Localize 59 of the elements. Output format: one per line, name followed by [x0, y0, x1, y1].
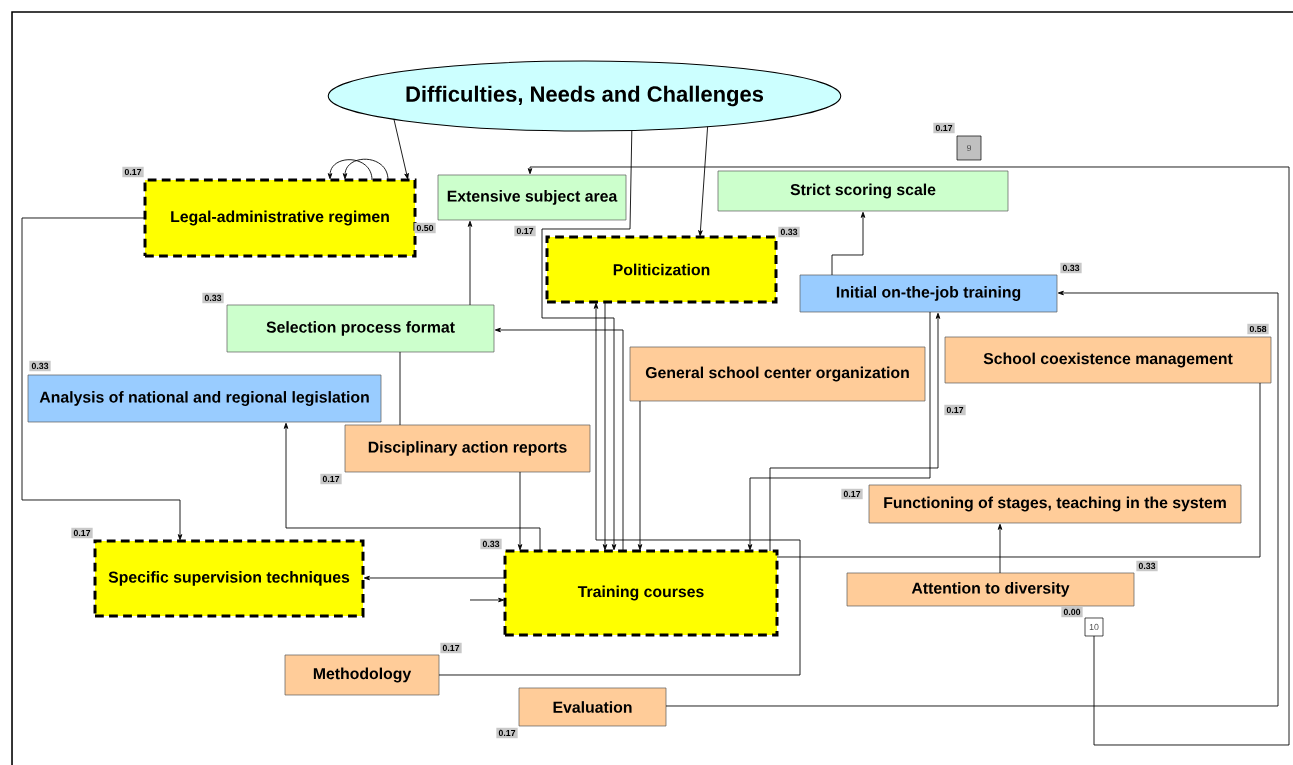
arrow — [438, 302, 801, 676]
score-label: 0.17 — [944, 404, 966, 416]
score-label: 0.00 — [1061, 606, 1083, 618]
category-box: Specific supervision techniques — [93, 539, 365, 618]
score-label: 0.17 — [71, 527, 93, 539]
category-box: Training courses — [503, 549, 779, 637]
score-label: 0.17 — [496, 727, 518, 739]
number-box: 10 — [1084, 617, 1104, 637]
number-box: 9 — [956, 135, 982, 161]
arrow — [467, 220, 473, 306]
arrow — [283, 422, 541, 552]
concept-box: Extensive subject area — [437, 174, 627, 221]
score-label: 0.17 — [841, 488, 863, 500]
score-label: 0.58 — [1247, 323, 1269, 335]
arrow — [469, 597, 505, 603]
arrow — [342, 158, 389, 181]
concept-box: General school center organization — [629, 346, 926, 402]
arrow — [393, 118, 409, 180]
concept-box: Functioning of stages, teaching in the system — [868, 484, 1242, 524]
score-label: 0.17 — [514, 225, 536, 237]
arrow — [831, 211, 866, 276]
concept-box: Evaluation — [518, 687, 667, 727]
score-label: 0.50 — [414, 222, 436, 234]
arrow — [698, 126, 709, 237]
score-label: 0.33 — [29, 360, 51, 372]
arrow — [602, 301, 608, 551]
arrow — [517, 471, 523, 551]
category-box: Politicization — [545, 235, 778, 304]
score-label: 0.17 — [320, 473, 342, 485]
score-label: 0.33 — [778, 226, 800, 238]
concept-box: Attention to diversity — [846, 572, 1135, 607]
arrow — [327, 159, 373, 181]
concept-box: Disciplinary action reports — [344, 424, 591, 473]
concept-box: Strict scoring scale — [717, 170, 1009, 212]
concept-box: Initial on-the-job training — [799, 274, 1058, 313]
concept-box: Methodology — [284, 654, 440, 696]
arrow — [747, 311, 931, 551]
concept-box: School coexistence management — [944, 336, 1272, 384]
score-label: 0.33 — [202, 292, 224, 304]
arrow — [997, 523, 1003, 574]
score-label: 0.33 — [1136, 560, 1158, 572]
arrow — [541, 129, 633, 551]
score-label: 0.33 — [480, 538, 502, 550]
arrow — [665, 290, 1279, 707]
arrow — [527, 166, 1290, 746]
arrow — [494, 327, 624, 552]
category-box: Legal-administrative regimen — [143, 178, 417, 258]
arrow — [21, 217, 183, 541]
connector-line — [776, 382, 1261, 558]
arrow — [637, 400, 643, 551]
concept-box: Analysis of national and regional legislation — [27, 374, 382, 423]
connector-line — [399, 351, 401, 426]
score-label: 0.17 — [933, 122, 955, 134]
concept-box: Selection process format — [226, 304, 495, 353]
score-label: 0.17 — [122, 166, 144, 178]
score-label: 0.17 — [440, 642, 462, 654]
arrow — [769, 312, 941, 552]
arrow — [363, 575, 506, 581]
score-label: 0.33 — [1060, 262, 1082, 274]
